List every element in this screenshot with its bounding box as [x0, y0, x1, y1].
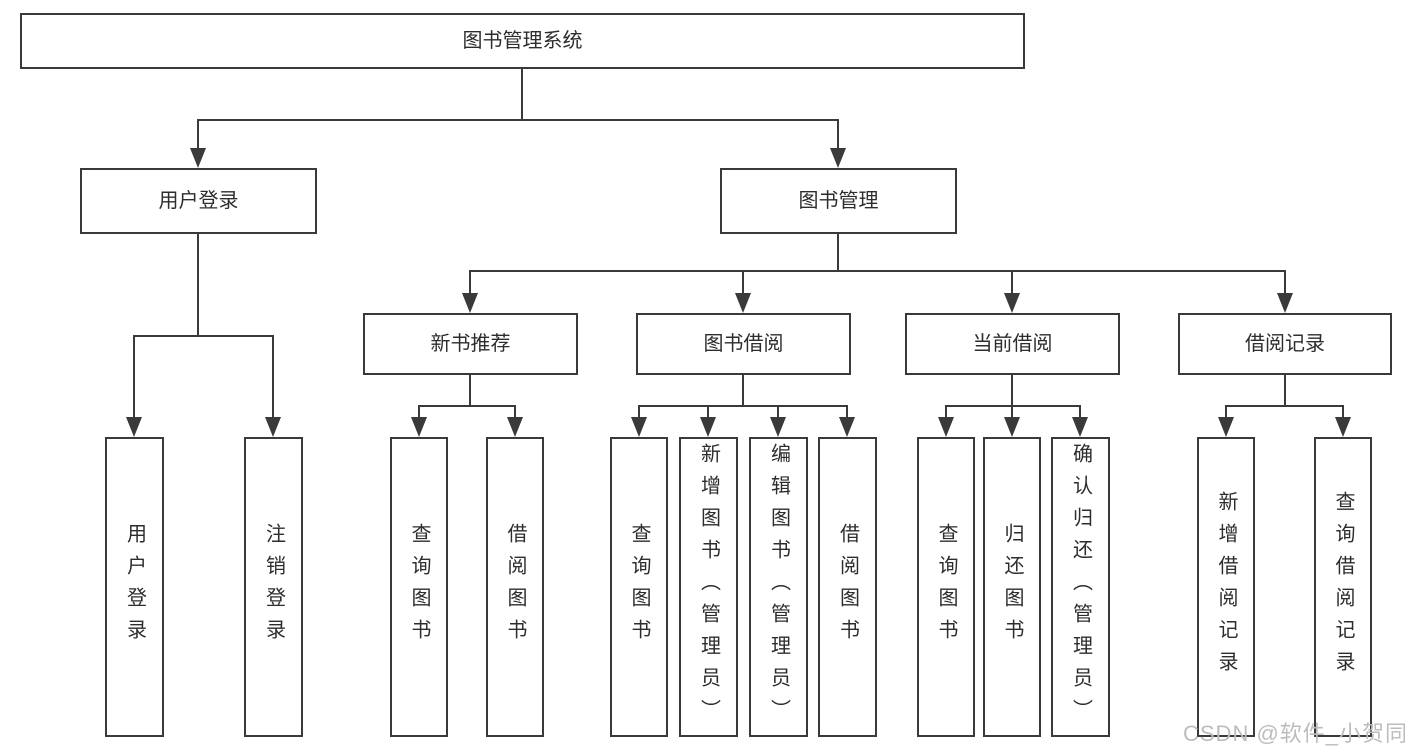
connector-line [418, 406, 420, 419]
leaf-borrow-books: 借阅图书 [818, 437, 877, 737]
connector-line [777, 406, 779, 419]
node-borrow-records: 借阅记录 [1178, 313, 1392, 375]
connector-line [521, 68, 523, 121]
arrow-down-icon [190, 148, 206, 168]
arrow-down-icon [631, 417, 647, 437]
connector-line [418, 405, 516, 407]
connector-line [1342, 406, 1344, 419]
connector-line [1011, 406, 1013, 419]
node-user-login: 用户登录 [80, 168, 317, 234]
arrow-down-icon [1277, 293, 1293, 313]
connector-line [133, 336, 135, 418]
connector-line [272, 336, 274, 418]
leaf-user-login: 用户登录 [105, 437, 164, 737]
leaf-return-book: 归还图书 [983, 437, 1041, 737]
connector-line [1225, 405, 1344, 407]
arrow-down-icon [126, 417, 142, 437]
leaf-query-borrow-record: 查询借阅记录 [1314, 437, 1372, 737]
arrow-down-icon [938, 417, 954, 437]
leaf-query-books-current: 查询图书 [917, 437, 975, 737]
connector-line [846, 406, 848, 419]
connector-line [197, 119, 839, 121]
connector-line [837, 120, 839, 150]
connector-line [1284, 375, 1286, 407]
csdn-watermark: CSDN @软件_小贺同学 [1183, 721, 1405, 746]
connector-line [469, 270, 1286, 272]
leaf-query-books-borrow: 查询图书 [610, 437, 668, 737]
connector-line [707, 406, 709, 419]
connector-line [1225, 406, 1227, 419]
connector-line [1011, 271, 1013, 295]
connector-line [469, 375, 471, 407]
node-new-book-recommend: 新书推荐 [363, 313, 578, 375]
leaf-add-book-admin: 新增图书（管理员） [679, 437, 738, 737]
arrow-down-icon [700, 417, 716, 437]
arrow-down-icon [1072, 417, 1088, 437]
leaf-add-borrow-record: 新增借阅记录 [1197, 437, 1255, 737]
connector-line [197, 234, 199, 337]
arrow-down-icon [507, 417, 523, 437]
arrow-down-icon [770, 417, 786, 437]
arrow-down-icon [1335, 417, 1351, 437]
connector-line [638, 406, 640, 419]
connector-line [742, 375, 744, 407]
arrow-down-icon [1004, 417, 1020, 437]
arrow-down-icon [830, 148, 846, 168]
leaf-logout: 注销登录 [244, 437, 303, 737]
arrow-down-icon [1004, 293, 1020, 313]
arrow-down-icon [839, 417, 855, 437]
connector-line [469, 271, 471, 295]
node-current-borrow: 当前借阅 [905, 313, 1120, 375]
connector-line [742, 271, 744, 295]
connector-line [1284, 271, 1286, 295]
connector-line [514, 406, 516, 419]
connector-line [638, 405, 848, 407]
connector-line [197, 120, 199, 150]
leaf-borrow-books-recommend: 借阅图书 [486, 437, 544, 737]
arrow-down-icon [265, 417, 281, 437]
arrow-down-icon [462, 293, 478, 313]
leaf-query-books-recommend: 查询图书 [390, 437, 448, 737]
connector-line [837, 234, 839, 272]
connector-line [133, 335, 274, 337]
connector-line [1011, 375, 1013, 407]
node-root-library-system: 图书管理系统 [20, 13, 1025, 69]
arrow-down-icon [411, 417, 427, 437]
connector-line [945, 406, 947, 419]
leaf-confirm-return-admin: 确认归还（管理员） [1051, 437, 1110, 737]
connector-line [1079, 406, 1081, 419]
arrow-down-icon [1218, 417, 1234, 437]
leaf-edit-book-admin: 编辑图书（管理员） [749, 437, 808, 737]
node-book-management: 图书管理 [720, 168, 957, 234]
arrow-down-icon [735, 293, 751, 313]
node-book-borrow: 图书借阅 [636, 313, 851, 375]
connector-line [945, 405, 1081, 407]
